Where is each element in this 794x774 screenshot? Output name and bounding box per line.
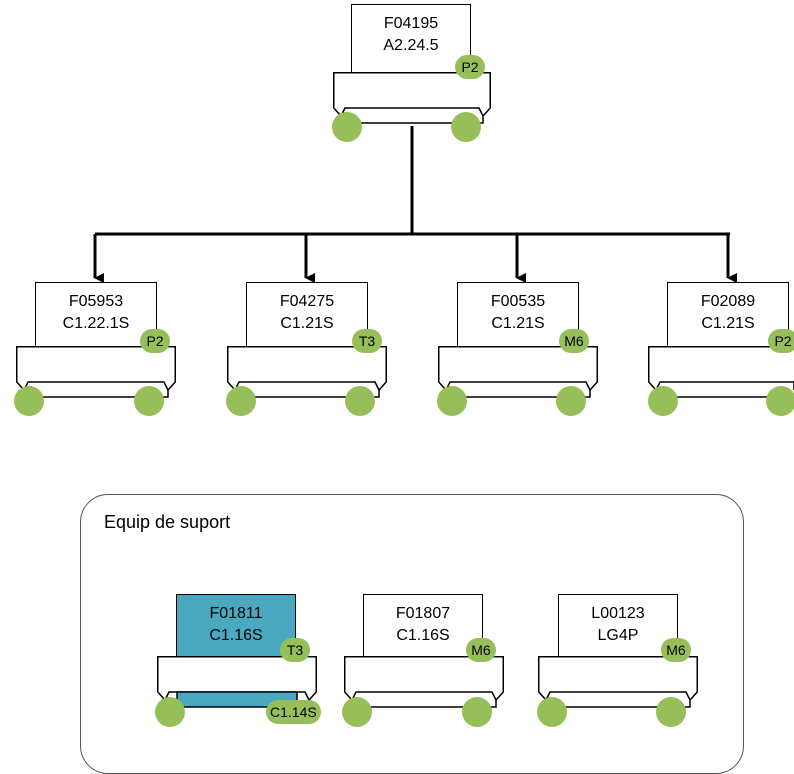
support-sub-3: LG4P [597,627,639,644]
support-team-title: Equip de suport [104,512,231,532]
child-code-3: F00535 [490,293,546,310]
support-code-3: L00123 [591,605,645,622]
support-card-2: F01807 C1.16S [363,594,483,658]
root-dot-right [451,112,481,142]
child-code-1: F05953 [68,293,124,310]
child-tray-1 [16,346,176,402]
support-dot-right-3 [656,697,686,727]
child-dot-right-2 [345,386,375,416]
support-badge-2: M6 [466,638,496,662]
child-code-4: F02089 [700,293,756,310]
child-dot-left-2 [226,386,256,416]
support-dot-left-2 [342,697,372,727]
child-dot-left-4 [648,386,678,416]
support-card-1: F01811 C1.16S [176,594,296,658]
support-dot-left-1 [155,697,185,727]
child-badge-3: M6 [559,329,589,353]
child-sub-1: C1.22.1S [62,315,130,332]
child-card-2: F04275 C1.21S [246,282,368,348]
child-sub-2: C1.21S [280,315,334,332]
child-tray-2 [227,346,387,402]
support-sub-1: C1.16S [209,627,263,644]
root-dot-left [332,112,362,142]
child-card-1: F05953 C1.22.1S [35,282,157,348]
root-code: F04195 [383,15,439,32]
connector-lines [93,126,737,283]
support-sub-2: C1.16S [396,627,450,644]
child-badge-2: T3 [352,329,382,353]
child-dot-left-3 [437,386,467,416]
support-code-1: F01811 [209,605,263,622]
support-card-3: L00123 LG4P [558,594,678,658]
support-dot-left-3 [537,697,567,727]
support-extra-badge-1: C1.14S [266,700,321,724]
child-sub-4: C1.21S [701,315,755,332]
support-dot-right-2 [462,697,492,727]
child-badge-4: P2 [768,329,794,353]
support-badge-3: M6 [661,638,691,662]
root-card: F04195 A2.24.5 [351,4,471,74]
child-dot-right-4 [766,386,794,416]
root-sub: A2.24.5 [383,37,439,54]
child-dot-right-3 [556,386,586,416]
child-code-2: F04275 [279,293,335,310]
child-card-3: F00535 C1.21S [457,282,579,348]
child-dot-left-1 [14,386,44,416]
root-badge: P2 [455,55,485,79]
child-sub-3: C1.21S [491,315,545,332]
child-tray-3 [438,346,598,402]
child-dot-right-1 [134,386,164,416]
support-badge-1: T3 [280,638,310,662]
support-code-2: F01807 [395,605,451,622]
child-badge-1: P2 [140,329,170,353]
